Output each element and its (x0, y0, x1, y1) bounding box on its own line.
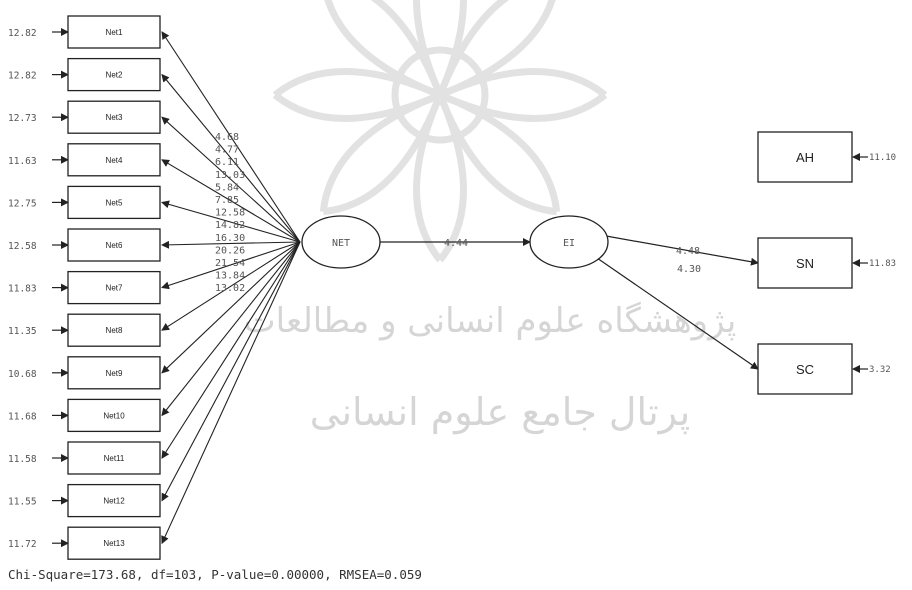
indicator-label: Net13 (103, 539, 125, 548)
indicator-error-value: 11.83 (8, 284, 37, 295)
loading-value: 5.84 (215, 182, 239, 193)
indicator-error-value: 12.75 (8, 198, 37, 209)
loading-value: 21.54 (215, 258, 245, 269)
latent-net-label: NET (332, 238, 350, 249)
indicator-label: Net1 (106, 28, 123, 37)
indicator-error-value: 11.68 (8, 411, 37, 422)
diagram-canvas: پژوهشگاه علوم انسانی و مطالعات پرتال جام… (0, 0, 912, 565)
indicator-error-value: 11.58 (8, 454, 37, 465)
loading-value: 13.84 (215, 271, 245, 282)
indicator-label: Net9 (106, 369, 123, 378)
loading-value: 7.85 (215, 195, 239, 206)
loading-value: 4.77 (215, 145, 239, 156)
indicator-error-value: 12.82 (8, 28, 37, 39)
outcome-label: SN (796, 256, 814, 271)
loading-value: 4.68 (215, 132, 239, 143)
indicator-label: Net5 (106, 198, 123, 207)
loading-value: 16.30 (215, 233, 245, 244)
path-ei-sn-value: 4.48 (676, 246, 700, 257)
outcome-error-value: 3.32 (869, 365, 891, 375)
indicator-error-value: 11.35 (8, 326, 37, 337)
path-net-ei-value: 4.44 (444, 238, 468, 249)
watermark-line2: پرتال جامع علوم انسانی (310, 390, 690, 435)
outcome-error-value: 11.83 (869, 259, 896, 269)
outcome-error-value: 11.10 (869, 153, 896, 163)
outcome-label: AH (796, 150, 814, 165)
indicator-error-value: 11.55 (8, 497, 37, 508)
loading-value: 13.03 (215, 170, 245, 181)
indicator-label: Net10 (103, 411, 125, 420)
indicator-label: Net3 (106, 113, 123, 122)
outcome-label: SC (796, 362, 814, 377)
indicator-label: Net12 (103, 497, 125, 506)
loading-value: 13.02 (215, 283, 245, 294)
indicator-label: Net4 (106, 156, 123, 165)
indicator-label: Net7 (106, 284, 123, 293)
path-ei-sc-value: 4.30 (677, 264, 701, 275)
indicator-label: Net2 (106, 71, 123, 80)
loading-value: 14.82 (215, 220, 245, 231)
indicator-error-value: 11.63 (8, 156, 37, 167)
indicator-error-value: 12.73 (8, 113, 37, 124)
indicator-error-value: 12.82 (8, 71, 37, 82)
loading-value: 20.26 (215, 245, 245, 256)
indicator-label: Net6 (106, 241, 123, 250)
indicator-label: Net11 (104, 454, 125, 463)
latent-ei-label: EI (563, 238, 575, 249)
loading-value: 6.11 (215, 157, 239, 168)
watermark-line1: پژوهشگاه علوم انسانی و مطالعات (244, 301, 737, 341)
indicator-error-value: 12.58 (8, 241, 37, 252)
indicator-error-value: 11.72 (8, 539, 37, 550)
loading-value: 12.58 (215, 208, 245, 219)
fit-statistics: Chi-Square=173.68, df=103, P-value=0.000… (8, 567, 422, 582)
indicator-label: Net8 (106, 326, 123, 335)
indicator-error-value: 10.68 (8, 369, 37, 380)
